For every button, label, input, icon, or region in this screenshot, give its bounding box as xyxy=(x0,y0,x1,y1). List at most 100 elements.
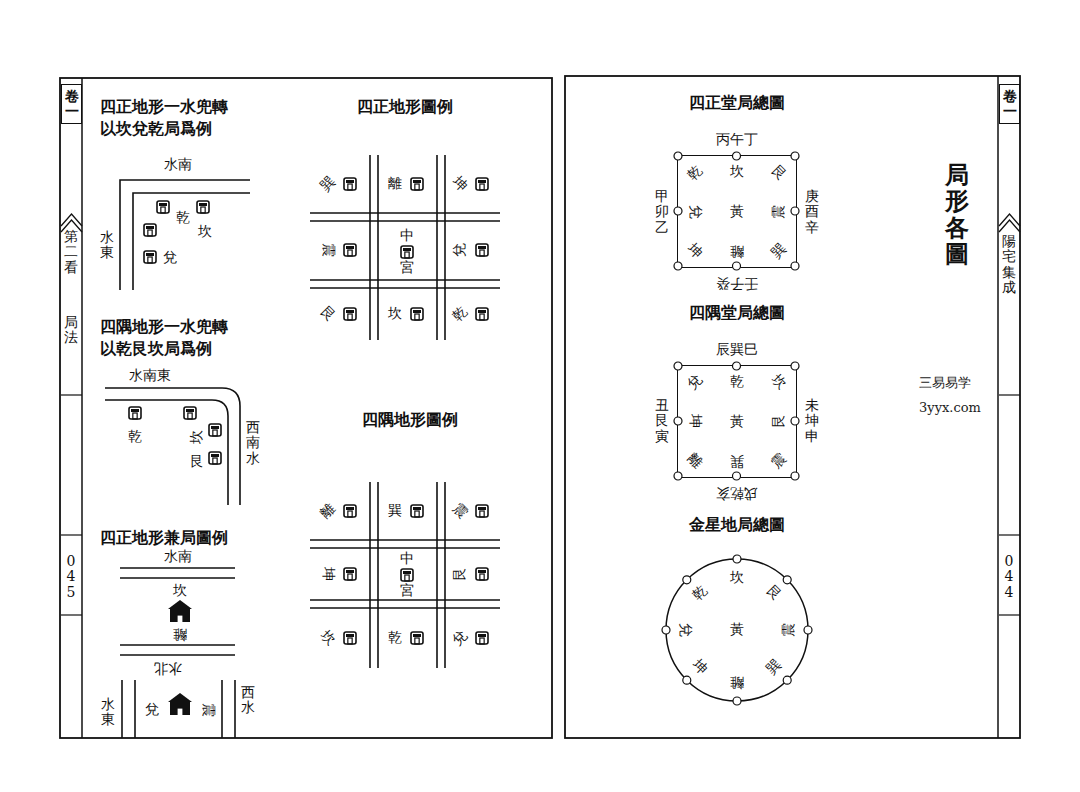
marker-dot xyxy=(783,576,791,584)
marker-dot xyxy=(791,152,799,160)
marker-dot xyxy=(674,362,682,370)
map-label: 水南 xyxy=(164,549,192,564)
road-line xyxy=(310,287,500,289)
map-label: 坎 xyxy=(318,628,339,649)
tab-chevron xyxy=(999,220,1020,232)
map-label: 戌乾亥 xyxy=(716,485,758,500)
map-label: 兌 xyxy=(677,623,692,637)
margin-rule xyxy=(999,614,1020,615)
map-label: 兌 xyxy=(163,250,177,265)
map-label: 艮 xyxy=(452,567,467,581)
margin-rule xyxy=(999,394,1020,395)
map-label: 兌 xyxy=(452,243,467,257)
marker-dot xyxy=(804,626,812,634)
marker-dot xyxy=(791,417,799,425)
vertical-label: 西南水 xyxy=(246,420,260,466)
marker-dot xyxy=(791,262,799,270)
volume-tab: 卷一 xyxy=(999,84,1020,124)
marker-dot xyxy=(791,472,799,480)
map-label: 坎 xyxy=(189,430,204,444)
vertical-label: 水東 xyxy=(101,697,115,728)
marker-dot xyxy=(674,152,682,160)
figure-heading: 四正地形圖例 xyxy=(357,98,453,116)
house-icon xyxy=(209,452,221,464)
marker-dot xyxy=(783,676,791,684)
vertical-label: 陽宅集成 xyxy=(1002,234,1016,296)
vertical-label: 丑艮寅 xyxy=(655,398,669,444)
marker-dot xyxy=(674,472,682,480)
house-icon xyxy=(209,424,221,436)
map-label: 兌 xyxy=(687,205,702,219)
house-icon xyxy=(144,224,156,236)
figure-heading: 四隅堂局總圖 xyxy=(689,304,785,322)
vertical-label: 水東 xyxy=(100,230,114,261)
map-label: 離 xyxy=(173,626,187,641)
road-line xyxy=(120,567,235,569)
map-label: 艮 xyxy=(190,454,204,469)
house-icon xyxy=(401,246,413,258)
vertical-label: 西水 xyxy=(241,685,255,716)
house-icon xyxy=(411,178,423,190)
marker-dot xyxy=(733,555,741,563)
map-label: 艮 xyxy=(769,163,790,184)
map-label: 水南東 xyxy=(129,368,171,383)
marker-dot xyxy=(733,472,741,480)
house-icon xyxy=(411,505,423,517)
map-label: 丙午丁 xyxy=(716,132,758,147)
road-line xyxy=(369,482,371,668)
margin-rule xyxy=(61,394,82,395)
map-label: 辰巽巳 xyxy=(716,342,758,357)
section-heading: 四正地形兼局圖例 xyxy=(100,527,228,549)
map-label: 震 xyxy=(781,623,796,637)
map-label: 艮 xyxy=(764,583,785,604)
map-label: 坤 xyxy=(450,174,471,195)
volume-label: 卷一 xyxy=(65,89,79,120)
marker-dot xyxy=(791,207,799,215)
figure-heading: 金星地局總圖 xyxy=(689,516,785,534)
map-label: 震 xyxy=(771,205,786,219)
map-label: 坎 xyxy=(388,306,402,321)
road-line xyxy=(310,607,500,609)
road-line xyxy=(120,577,235,579)
map-label: 乾 xyxy=(128,429,142,444)
map-label: 宮 xyxy=(400,260,414,275)
section-heading: 四隅地形一水兜轉 以乾艮坎局爲例 xyxy=(100,316,233,361)
page-frame xyxy=(565,76,1020,738)
map-label: 震 xyxy=(769,451,790,472)
road-line xyxy=(310,220,500,222)
map-label: 巽 xyxy=(730,453,744,468)
map-label: 水北 xyxy=(154,660,182,675)
map-label: 乾 xyxy=(388,630,402,645)
road-line xyxy=(310,599,500,601)
house-icon xyxy=(476,178,488,190)
vertical-label: 045 xyxy=(64,554,78,600)
map-label: 巽 xyxy=(764,657,785,678)
house-icon xyxy=(344,244,356,256)
map-label: 巽 xyxy=(769,241,790,262)
map-label: 離 xyxy=(318,501,339,522)
vertical-label: 局法 xyxy=(64,315,78,346)
house-icon xyxy=(476,632,488,644)
map-label: 離 xyxy=(685,451,706,472)
house-icon xyxy=(184,407,196,419)
house-icon xyxy=(197,201,209,213)
map-label: 中 xyxy=(400,551,414,566)
map-label: 水南 xyxy=(164,157,192,172)
map-label: 兌 xyxy=(145,702,159,717)
volume-label: 卷一 xyxy=(1003,89,1017,120)
road-line xyxy=(377,155,379,340)
house-icon xyxy=(344,568,356,580)
map-label: 乾 xyxy=(690,583,711,604)
map-label: 巽 xyxy=(318,174,339,195)
house-icon xyxy=(344,505,356,517)
marker-dot xyxy=(683,576,691,584)
house-icon xyxy=(411,632,423,644)
map-label: 坎 xyxy=(198,224,212,239)
road-line xyxy=(444,155,446,340)
map-label: 震 xyxy=(320,243,335,257)
marker-dot xyxy=(683,676,691,684)
house-icon xyxy=(344,632,356,644)
road-line xyxy=(444,482,446,668)
road-line xyxy=(310,547,500,549)
road-line xyxy=(234,680,236,738)
